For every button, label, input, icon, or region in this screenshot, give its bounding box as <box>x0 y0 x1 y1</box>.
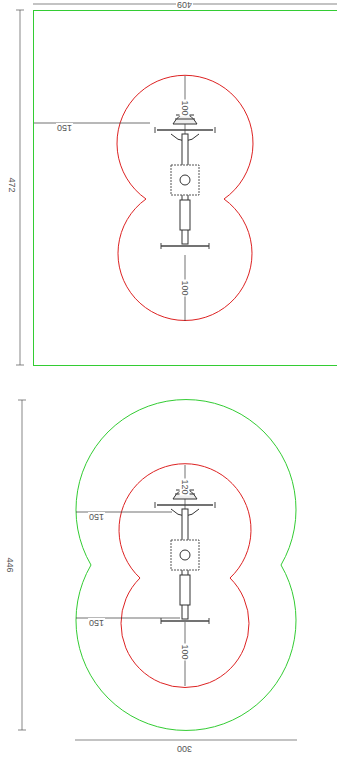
clearance-dimension: 120 <box>180 478 190 495</box>
clearance-dimension: 100 <box>180 99 190 116</box>
dimension-depth: 472 <box>7 176 17 193</box>
clearance-dimension: 150 <box>56 123 73 133</box>
dimension-width: 300 <box>176 744 193 754</box>
clearance-dimension: 100 <box>180 279 190 296</box>
dimension-width: 409 <box>176 0 193 10</box>
clearance-dimension: 150 <box>88 618 105 628</box>
dimension-depth: 446 <box>5 556 15 573</box>
clearance-dimension: 150 <box>88 512 105 522</box>
clearance-dimension: 100 <box>180 643 190 660</box>
